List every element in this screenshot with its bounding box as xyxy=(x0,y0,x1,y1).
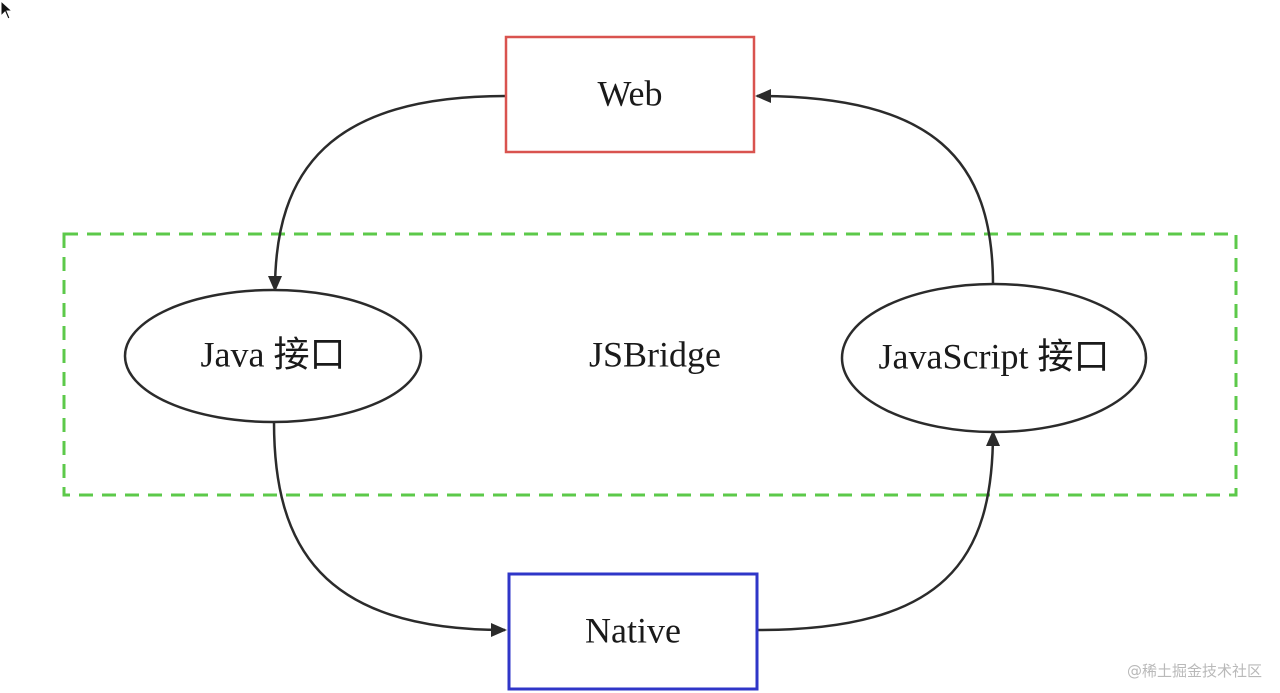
java-interface-node: Java 接口 xyxy=(123,288,423,424)
java-interface-label: Java 接口 xyxy=(201,334,346,374)
edge-web-to-java xyxy=(268,94,507,292)
watermark: @稀土掘金技术社区 xyxy=(1126,662,1262,680)
edge-native-to-javascript xyxy=(757,430,1000,632)
jsbridge-label: JSBridge xyxy=(589,334,721,374)
javascript-interface-node: JavaScript 接口 xyxy=(840,282,1148,434)
edge-java-to-native xyxy=(272,421,507,637)
javascript-interface-label: JavaScript 接口 xyxy=(879,336,1110,376)
web-label: Web xyxy=(597,73,662,113)
edge-javascript-to-web xyxy=(755,89,995,286)
web-node: Web xyxy=(504,35,756,154)
mouse-cursor-icon xyxy=(0,0,14,20)
jsbridge-boundary xyxy=(62,232,1238,497)
native-label: Native xyxy=(585,610,681,650)
native-node: Native xyxy=(507,572,759,691)
